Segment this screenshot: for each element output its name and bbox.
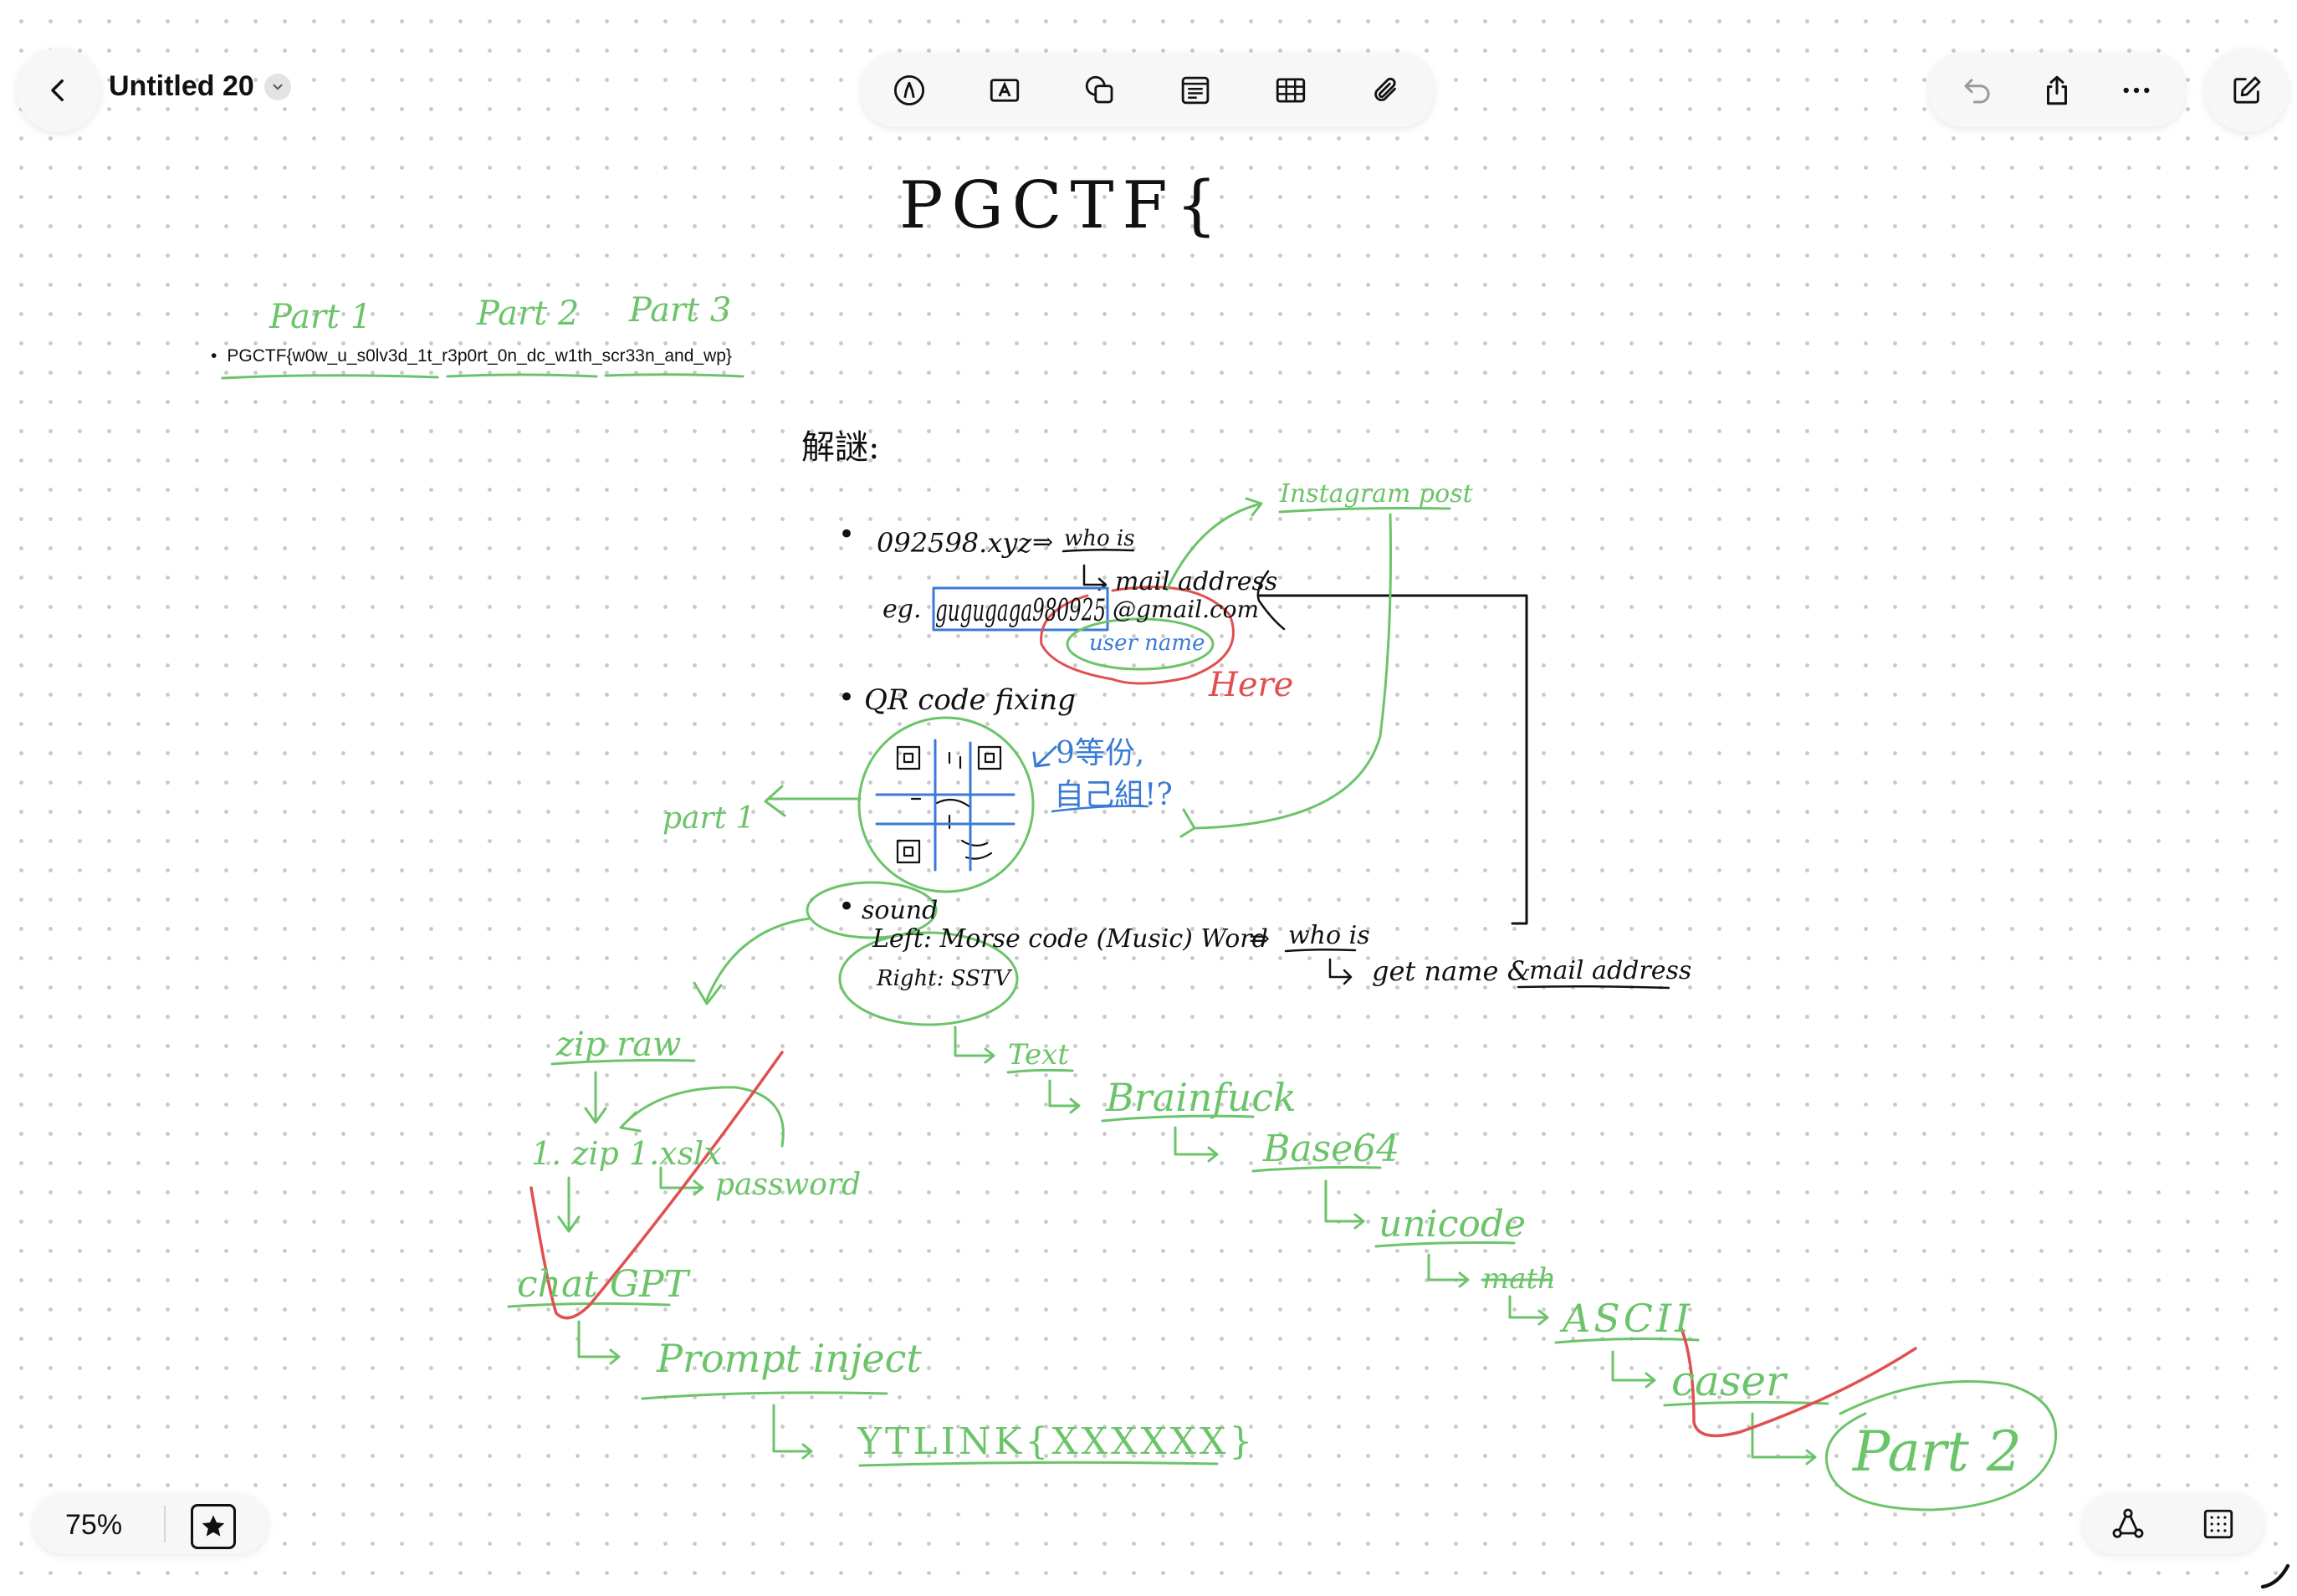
part2-label: Part 2 xyxy=(476,294,579,333)
chatgpt-arrow xyxy=(579,1322,619,1363)
whois-connector xyxy=(1259,596,1527,923)
star-icon xyxy=(199,1512,228,1541)
brainfuck-arrow xyxy=(1175,1128,1217,1161)
implies-2: ⇒ xyxy=(1249,924,1270,954)
ascii-label: ASCII xyxy=(1559,1296,1693,1341)
instagram-underline xyxy=(1280,509,1450,513)
part3-label: Part 3 xyxy=(628,291,731,330)
mail-address: mail address xyxy=(1115,567,1277,596)
zoom-control: 75% xyxy=(33,1494,268,1554)
grid-button[interactable] xyxy=(2193,1499,2243,1549)
part2-underline xyxy=(448,375,596,376)
text-label: Text xyxy=(1008,1038,1069,1072)
email-domain: @gmail.com xyxy=(1113,596,1259,623)
base64-arrow xyxy=(1326,1181,1363,1228)
grid-icon xyxy=(2201,1506,2236,1542)
favorite-button[interactable] xyxy=(191,1504,236,1549)
resize-handle-icon[interactable] xyxy=(2259,1558,2292,1591)
prompt-arrow xyxy=(774,1405,811,1458)
nine-parts-label: 9等份, xyxy=(1056,736,1144,770)
username-label: user name xyxy=(1089,631,1205,656)
prompt-underline xyxy=(642,1393,887,1399)
zoom-divider xyxy=(164,1506,166,1542)
connector-button[interactable] xyxy=(2103,1499,2153,1549)
sound-label: sound xyxy=(862,896,938,925)
self-assemble-label: 自己組!? xyxy=(1054,778,1173,812)
chatgpt-label: chat GPT xyxy=(517,1263,692,1306)
math-arrow xyxy=(1510,1297,1548,1324)
canvas-options xyxy=(2083,1494,2264,1554)
prompt-inject-label: Prompt inject xyxy=(656,1336,922,1381)
left-line: Left: Morse code (Music) Word xyxy=(872,924,1268,954)
flag-text-line[interactable]: • PGCTF{w0w_u_s0lv3d_1t_r3p0rt_0n_dc_w1th… xyxy=(211,346,732,366)
qr-label: QR code fixing xyxy=(864,683,1076,717)
get-name: get name & xyxy=(1372,955,1531,987)
instagram-label: Instagram post xyxy=(1279,479,1474,509)
sstv-to-text xyxy=(955,1027,994,1062)
math-label: math xyxy=(1482,1262,1556,1296)
domain-line: 092598.xyz xyxy=(877,527,1032,559)
zip-down-arrow xyxy=(559,1178,579,1231)
zip-raw-down xyxy=(586,1072,606,1123)
caser-label: caser xyxy=(1671,1357,1788,1405)
zip-xlsx-label: 1. zip 1.xslx xyxy=(531,1135,722,1172)
unicode-label: unicode xyxy=(1379,1203,1526,1246)
part2-big-label: Part 2 xyxy=(1852,1420,2022,1484)
getname-arrow xyxy=(1330,959,1351,984)
base64-label: Base64 xyxy=(1262,1128,1399,1170)
email-user: gugugaga980925 xyxy=(935,594,1106,628)
ytlink-label: YTLINK{XXXXXX} xyxy=(857,1420,1256,1463)
connector-icon xyxy=(2110,1506,2146,1542)
part1-underline xyxy=(223,376,437,378)
bullet-2: • xyxy=(838,681,855,714)
qr-blue-arrow xyxy=(1034,747,1056,766)
brainfuck-label: Brainfuck xyxy=(1105,1075,1297,1120)
mail-arrow xyxy=(1084,565,1106,590)
eg-label: eg. xyxy=(882,595,922,624)
solve-label: 解謎: xyxy=(801,428,879,467)
qr-sketch xyxy=(898,747,1000,862)
mail-address-2: mail address xyxy=(1529,956,1691,985)
part1-side-label: part 1 xyxy=(662,801,755,836)
right-line: Right: SSTV xyxy=(876,966,1012,991)
bullet-3: • xyxy=(838,890,855,923)
bullet-1: • xyxy=(838,518,855,551)
zip-raw-label: zip raw xyxy=(555,1026,681,1064)
whois-2: who is xyxy=(1288,921,1370,950)
ascii-arrow xyxy=(1613,1352,1655,1387)
implies-1: ⇒ xyxy=(1032,528,1053,557)
part1-arrow xyxy=(765,786,860,816)
part3-underline xyxy=(606,375,743,376)
sound-to-zip xyxy=(694,918,810,1004)
mail-address2-underline xyxy=(1518,986,1669,988)
qr-circle xyxy=(859,718,1033,892)
unicode-arrow xyxy=(1429,1255,1468,1287)
caser-arrow xyxy=(1752,1414,1815,1464)
password-label: password xyxy=(715,1168,861,1202)
heading-pgctf: PGCTF{ xyxy=(899,168,1225,243)
flag-text: PGCTF{w0w_u_s0lv3d_1t_r3p0rt_0n_dc_w1th_… xyxy=(227,346,732,366)
whois-1: who is xyxy=(1064,526,1135,551)
here-label: Here xyxy=(1208,666,1293,704)
part1-label: Part 1 xyxy=(269,298,371,336)
text-arrow xyxy=(1050,1081,1079,1113)
zoom-level[interactable]: 75% xyxy=(65,1509,122,1542)
flag-bullet: • xyxy=(211,346,217,366)
